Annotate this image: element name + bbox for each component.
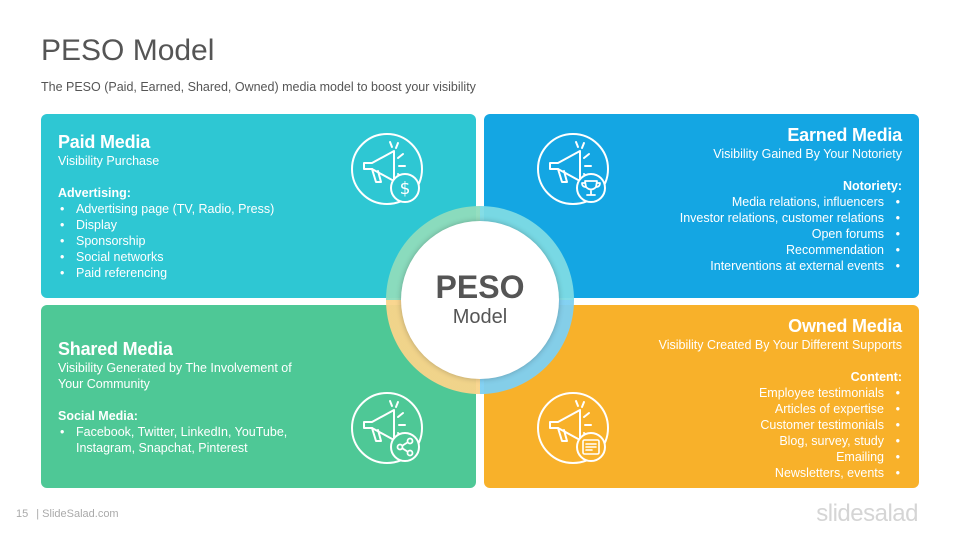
megaphone-document-icon [536,391,610,465]
paid-media-text: Paid Media Visibility Purchase Advertisi… [58,131,274,281]
paid-media-category: Advertising: [58,186,131,200]
list-item-line1: Facebook, Twitter, LinkedIn, YouTube, [76,425,288,439]
paid-media-panel: Paid Media Visibility Purchase Advertisi… [41,114,476,298]
shared-media-text: Shared Media Visibility Generated by The… [58,338,292,456]
slide-subtitle: The PESO (Paid, Earned, Shared, Owned) m… [41,80,476,94]
shared-media-title: Shared Media [58,339,173,359]
shared-media-subtitle-line1: Visibility Generated by The Involvement … [58,361,292,375]
list-item: Advertising page (TV, Radio, Press) [58,201,274,217]
paid-media-subtitle: Visibility Purchase [58,154,160,168]
list-item: Investor relations, customer relations [680,210,902,226]
center-title: PESO [435,269,525,305]
footer-source: | SlideSalad.com [36,508,119,520]
list-item: Facebook, Twitter, LinkedIn, YouTube, In… [58,424,292,456]
slide-title: PESO Model [41,34,215,67]
earned-media-category: Notoriety: [842,179,902,193]
list-item: Newsletters, events [659,465,902,481]
list-item: Customer testimonials [659,417,902,433]
list-item: Display [58,217,274,233]
megaphone-share-icon [350,391,424,465]
owned-media-subtitle: Visibility Created By Your Different Sup… [658,338,902,352]
paid-media-title: Paid Media [58,132,151,152]
page-number: 15 [16,508,29,520]
footer: 15 | SlideSalad.com [16,508,119,520]
owned-media-text: Owned Media Visibility Created By Your D… [658,315,903,481]
earned-media-text: Earned Media Visibility Gained By Your N… [680,124,902,274]
list-item: Media relations, influencers [680,194,902,210]
list-item: Blog, survey, study [659,433,902,449]
list-item: Employee testimonials [659,385,902,401]
brand-logo: slidesalad [816,500,918,527]
list-item: Sponsorship [58,233,274,249]
svg-text:$: $ [400,179,411,199]
list-item: Articles of expertise [659,401,902,417]
list-item-line2: Instagram, Snapchat, Pinterest [76,441,248,455]
owned-media-title: Owned Media [788,316,902,336]
earned-media-list: Media relations, influencers Investor re… [680,194,902,274]
list-item: Recommendation [680,242,902,258]
shared-media-category: Social Media: [58,409,138,423]
list-item: Social networks [58,249,274,265]
megaphone-trophy-icon [536,132,610,206]
earned-media-subtitle: Visibility Gained By Your Notoriety [713,147,902,161]
shared-media-subtitle-line2: Your Community [58,377,150,391]
center-subtitle: Model [452,306,508,328]
list-item: Interventions at external events [680,258,902,274]
list-item: Open forums [680,226,902,242]
earned-media-title: Earned Media [787,125,902,145]
shared-media-list: Facebook, Twitter, LinkedIn, YouTube, In… [58,424,292,456]
list-item: Paid referencing [58,265,274,281]
center-circle: PESO Model [401,221,559,379]
owned-media-list: Employee testimonials Articles of expert… [659,385,902,481]
list-item: Emailing [659,449,902,465]
megaphone-dollar-icon: $ [350,132,424,206]
owned-media-category: Content: [850,370,902,384]
paid-media-list: Advertising page (TV, Radio, Press) Disp… [58,201,274,281]
